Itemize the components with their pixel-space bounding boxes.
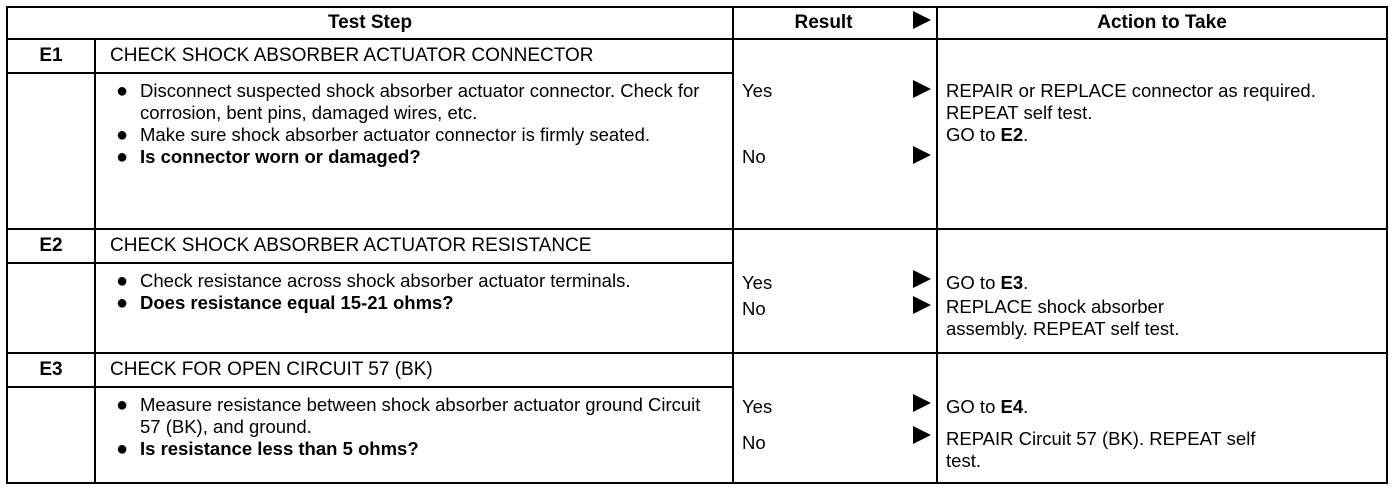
table-header-row: Test Step Result Action to Take (5, 6, 1389, 40)
action-yes-e1: REPAIR or REPLACE connector as required.… (946, 80, 1316, 123)
action-no-e3: REPAIR Circuit 57 (BK). REPEAT self test… (946, 428, 1256, 471)
bullet-text: Disconnect suspected shock absorber actu… (140, 80, 700, 123)
action-no-e1-prefix: GO to (946, 124, 1001, 145)
step-id-blank-e3 (6, 387, 96, 484)
result-no-e2: No (742, 298, 766, 319)
step-body-e3: ● Measure resistance between shock absorb… (93, 386, 735, 484)
bullet-text: Measure resistance between shock absorbe… (140, 394, 701, 437)
result-no-e3: No (742, 432, 766, 453)
right-arrow-icon (913, 146, 932, 164)
action-no-e1: GO to E2. (946, 124, 1386, 146)
action-no-e1-ref: E2 (1000, 124, 1024, 145)
header-action: Action to Take (936, 6, 1389, 40)
right-arrow-icon (913, 11, 932, 29)
step-title-row-e1: E1 CHECK SHOCK ABSORBER ACTUATOR CONNECT… (6, 38, 1389, 230)
step-body-row-e1: ● Disconnect suspected shock absorber act… (6, 72, 1387, 230)
list-item: ● Disconnect suspected shock absorber act… (104, 80, 722, 124)
step-id-blank-e2 (6, 263, 96, 354)
step-title-row-e3: E3 CHECK FOR OPEN CIRCUIT 57 (BK) Yes No… (6, 352, 1389, 484)
bullet-icon: ● (115, 80, 129, 102)
action-cell-e1: REPAIR or REPLACE connector as required.… (937, 38, 1389, 230)
result-yes-e1: Yes (742, 80, 773, 101)
step-id-e1: E1 (6, 38, 96, 74)
result-no-e1: No (742, 146, 766, 167)
action-yes-e3-prefix: GO to (946, 396, 1001, 417)
step-title-e3: CHECK FOR OPEN CIRCUIT 57 (BK) (93, 352, 735, 388)
step-body-e1: ● Disconnect suspected shock absorber act… (93, 72, 735, 230)
header-test-step: Test Step (5, 6, 735, 40)
step-body-row-e2: ● Check resistance across shock absorber … (6, 262, 1387, 354)
step-title-e2: CHECK SHOCK ABSORBER ACTUATOR RESISTANCE (93, 228, 735, 264)
action-yes-e2: GO to E3. (946, 272, 1386, 296)
header-result: Result (732, 6, 914, 40)
action-yes-e2-prefix: GO to (946, 272, 1001, 293)
action-yes-e3-ref: E4 (1000, 396, 1024, 417)
list-item: ● Is resistance less than 5 ohms? (104, 438, 722, 460)
arrow-cell-e3 (913, 352, 939, 484)
bullet-question: Is connector worn or damaged? (140, 146, 421, 167)
arrow-cell-e2 (913, 228, 939, 354)
arrow-cell-e1 (913, 38, 939, 230)
result-cell-e3: Yes No (732, 352, 914, 484)
result-yes-e3: Yes (742, 396, 773, 417)
right-arrow-icon (913, 426, 932, 444)
action-no-e1-suffix: . (1023, 124, 1029, 145)
bullet-icon: ● (115, 438, 129, 460)
right-arrow-icon (913, 80, 932, 98)
bullet-question: Is resistance less than 5 ohms? (140, 438, 419, 459)
action-yes-e3-suffix: . (1023, 396, 1029, 417)
bullet-text: Check resistance across shock absorber a… (140, 270, 631, 291)
list-item: ● Is connector worn or damaged? (104, 146, 722, 168)
result-cell-e2: Yes No (732, 228, 914, 354)
step-id-e2: E2 (6, 228, 96, 264)
bullet-icon: ● (115, 292, 129, 314)
header-arrow (913, 6, 939, 40)
bullet-icon: ● (115, 124, 129, 146)
result-cell-e1: Yes No (732, 38, 914, 230)
diagnostic-table-sheet: Test Step Result Action to Take E1 CHECK… (5, 6, 1389, 496)
step-body-row-e3: ● Measure resistance between shock absorb… (6, 386, 1387, 484)
bullet-icon: ● (115, 270, 129, 292)
action-yes-e2-ref: E3 (1000, 272, 1024, 293)
action-cell-e2: GO to E3. REPLACE shock absorber assembl… (937, 228, 1389, 354)
list-item: ● Does resistance equal 15-21 ohms? (104, 292, 722, 314)
action-cell-e3: GO to E4. REPAIR Circuit 57 (BK). REPEAT… (937, 352, 1389, 484)
diagnostic-table: Test Step Result Action to Take E1 CHECK… (5, 6, 1389, 484)
bullet-icon: ● (115, 394, 129, 416)
action-yes-e2-suffix: . (1023, 272, 1029, 293)
bullet-question: Does resistance equal 15-21 ohms? (140, 292, 454, 313)
step-title-e1: CHECK SHOCK ABSORBER ACTUATOR CONNECTOR (93, 38, 735, 74)
list-item: ● Measure resistance between shock absorb… (104, 394, 722, 438)
right-arrow-icon (913, 296, 932, 314)
right-arrow-icon (913, 394, 932, 412)
list-item: ● Check resistance across shock absorber … (104, 270, 722, 292)
action-no-e2: REPLACE shock absorber assembly. REPEAT … (946, 296, 1180, 339)
result-yes-e2: Yes (742, 272, 773, 293)
list-item: ● Make sure shock absorber actuator conne… (104, 124, 722, 146)
right-arrow-icon (913, 270, 932, 288)
step-id-e3: E3 (6, 352, 96, 388)
step-body-e2: ● Check resistance across shock absorber … (93, 262, 735, 354)
action-yes-e3: GO to E4. (946, 396, 1386, 428)
bullet-icon: ● (115, 146, 129, 168)
step-id-blank-e1 (6, 73, 96, 230)
step-title-row-e2: E2 CHECK SHOCK ABSORBER ACTUATOR RESISTA… (6, 228, 1389, 354)
bullet-text: Make sure shock absorber actuator connec… (140, 124, 651, 145)
